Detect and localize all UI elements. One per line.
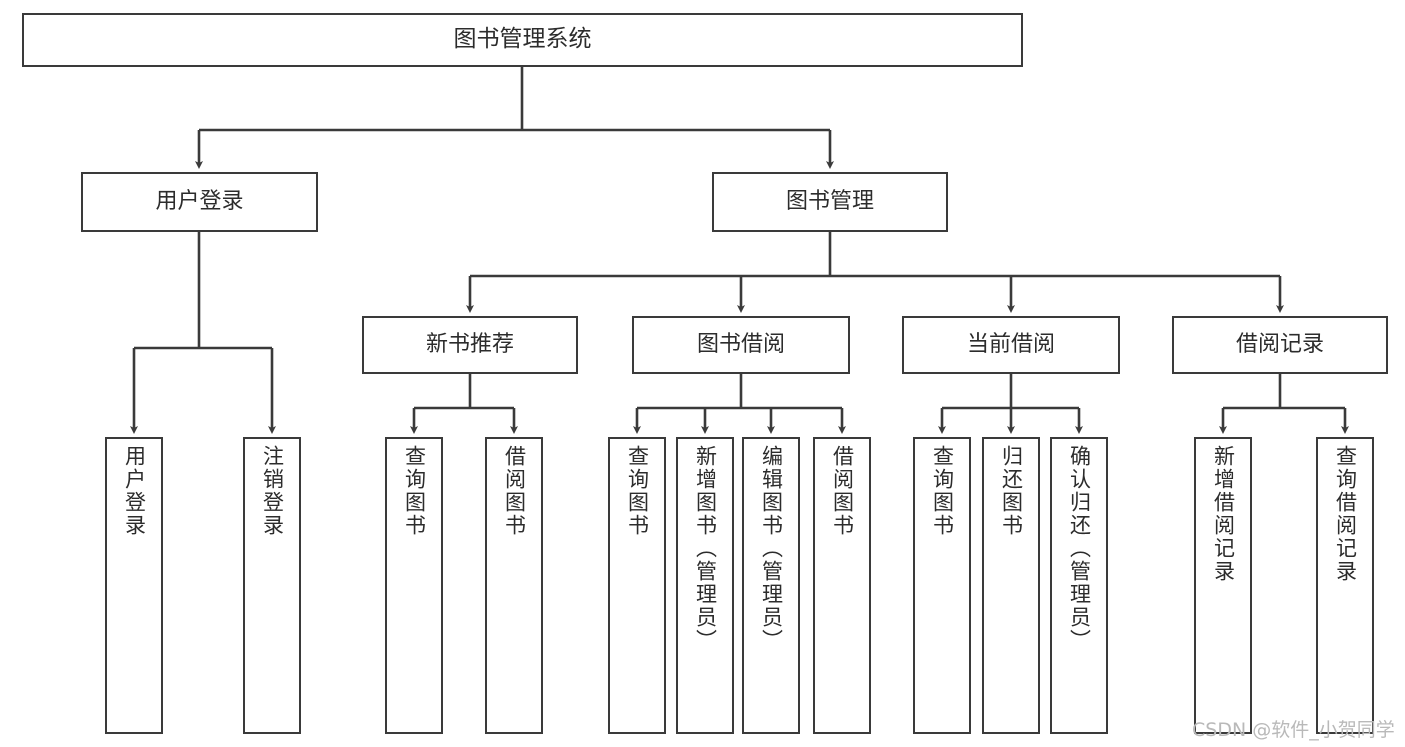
node-borrow-records[interactable]: 借阅记录: [1172, 316, 1388, 374]
node-user-login[interactable]: 用户登录: [81, 172, 318, 232]
node-label: 图书管理: [785, 189, 874, 215]
leaf-new-book-query[interactable]: 查询图书: [385, 437, 443, 734]
leaf-book-borrow-edit[interactable]: 编辑图书（管理员）: [742, 437, 800, 734]
node-label: 新增图书（管理员）: [693, 445, 718, 652]
leaf-borrow-records-query[interactable]: 查询借阅记录: [1316, 437, 1374, 734]
leaf-borrow-records-add[interactable]: 新增借阅记录: [1194, 437, 1252, 734]
node-label: 查询图书: [402, 445, 427, 537]
node-current-borrow[interactable]: 当前借阅: [902, 316, 1120, 374]
node-label: 图书借阅: [696, 332, 785, 358]
leaf-current-borrow-return[interactable]: 归还图书: [982, 437, 1040, 734]
node-label: 借阅图书: [502, 445, 527, 537]
node-label: 借阅记录: [1235, 332, 1324, 358]
node-label: 新增借阅记录: [1211, 445, 1236, 583]
node-label: 查询图书: [930, 445, 955, 537]
node-label: 确认归还（管理员）: [1067, 445, 1092, 652]
node-label: 新书推荐: [425, 332, 514, 358]
node-label: 查询借阅记录: [1333, 445, 1358, 583]
leaf-current-borrow-query[interactable]: 查询图书: [913, 437, 971, 734]
leaf-user-login-login[interactable]: 用户登录: [105, 437, 163, 734]
leaf-current-borrow-confirm-return[interactable]: 确认归还（管理员）: [1050, 437, 1108, 734]
node-label: 用户登录: [122, 445, 147, 537]
node-label: 注销登录: [260, 445, 285, 537]
leaf-book-borrow-borrow[interactable]: 借阅图书: [813, 437, 871, 734]
node-label: 查询图书: [625, 445, 650, 537]
node-label: 借阅图书: [830, 445, 855, 537]
node-label: 归还图书: [999, 445, 1024, 537]
node-new-book-recommend[interactable]: 新书推荐: [362, 316, 578, 374]
node-label: 图书管理系统: [453, 26, 592, 53]
csdn-watermark: CSDN @软件_小贺同学: [1192, 719, 1395, 741]
leaf-book-borrow-add[interactable]: 新增图书（管理员）: [676, 437, 734, 734]
node-root-system[interactable]: 图书管理系统: [22, 13, 1023, 67]
leaf-user-login-logout[interactable]: 注销登录: [243, 437, 301, 734]
node-book-borrow[interactable]: 图书借阅: [632, 316, 850, 374]
node-label: 编辑图书（管理员）: [759, 445, 784, 652]
node-book-management[interactable]: 图书管理: [712, 172, 948, 232]
node-label: 用户登录: [155, 189, 244, 215]
leaf-new-book-borrow[interactable]: 借阅图书: [485, 437, 543, 734]
node-label: 当前借阅: [966, 332, 1055, 358]
leaf-book-borrow-query[interactable]: 查询图书: [608, 437, 666, 734]
